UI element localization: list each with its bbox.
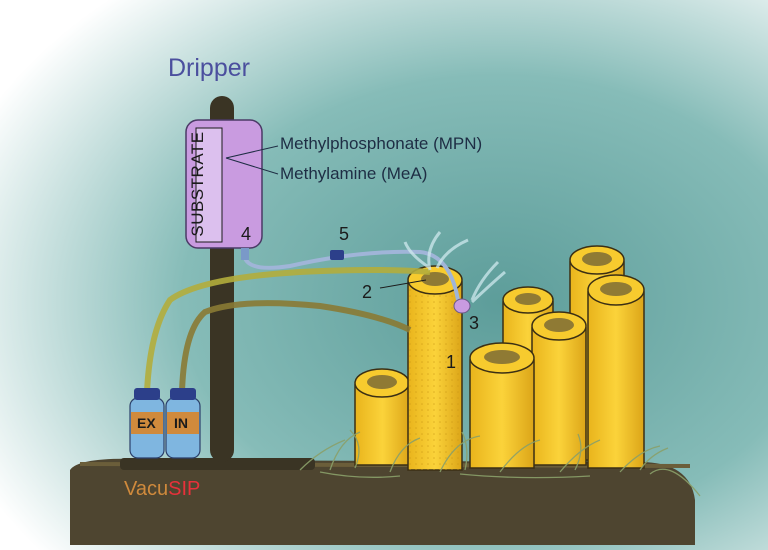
bottle-in <box>165 388 201 459</box>
vacusip-label: VacuSIP <box>124 478 200 501</box>
sediment <box>70 458 695 545</box>
label-3: 3 <box>469 313 480 333</box>
bottle-ex <box>129 388 165 459</box>
leader-2 <box>379 279 427 289</box>
dripper-outlet <box>241 248 249 260</box>
vacusip-prefix: Vacu <box>124 478 169 500</box>
label-4: 4 <box>241 224 252 244</box>
water-plumes <box>403 231 506 304</box>
stand-base <box>120 458 315 470</box>
bottle-in-label: IN <box>174 415 188 431</box>
seagrass <box>299 429 701 497</box>
compound-mpn: Methylphosphonate (MPN) <box>280 134 483 153</box>
label-2: 2 <box>362 282 373 302</box>
label-5: 5 <box>339 224 350 244</box>
leader-mea <box>225 157 279 175</box>
tube-substrate <box>243 249 460 301</box>
compound-mea: Methylamine (MeA) <box>280 164 428 183</box>
substrate-label-box <box>195 127 223 243</box>
diagram-title: Dripper <box>168 54 250 82</box>
label-1: 1 <box>446 352 457 372</box>
leader-mpn <box>225 145 279 159</box>
tube-tip <box>453 298 471 314</box>
sponge-cluster <box>354 245 645 471</box>
vacusip-suffix: SIP <box>168 478 201 500</box>
valve <box>330 250 344 260</box>
bottle-ex-label: EX <box>137 415 156 431</box>
tube-in <box>179 300 412 393</box>
substrate-label: SUBSTRATE <box>188 131 207 237</box>
tube-ex <box>144 267 431 393</box>
